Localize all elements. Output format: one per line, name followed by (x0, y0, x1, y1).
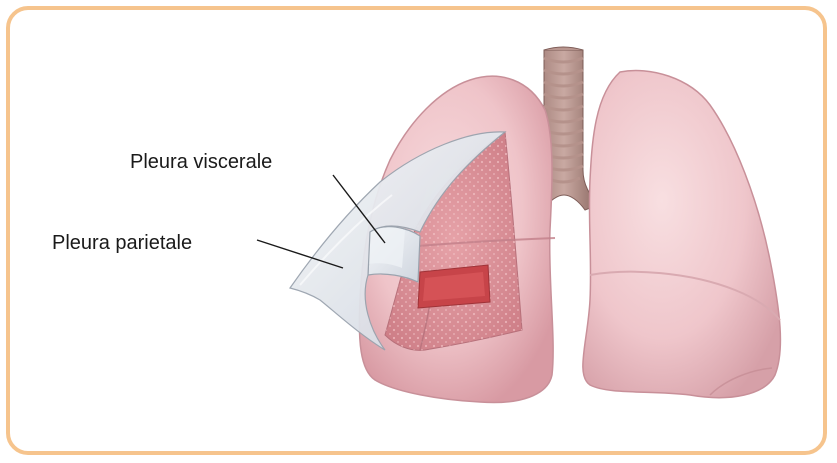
left-lung (583, 70, 781, 397)
visceral-pleura-flap (368, 227, 420, 282)
bronchus-section (418, 265, 490, 308)
label-visceral-pleura: Pleura viscerale (130, 151, 272, 173)
label-parietal-pleura: Pleura parietale (52, 232, 192, 254)
